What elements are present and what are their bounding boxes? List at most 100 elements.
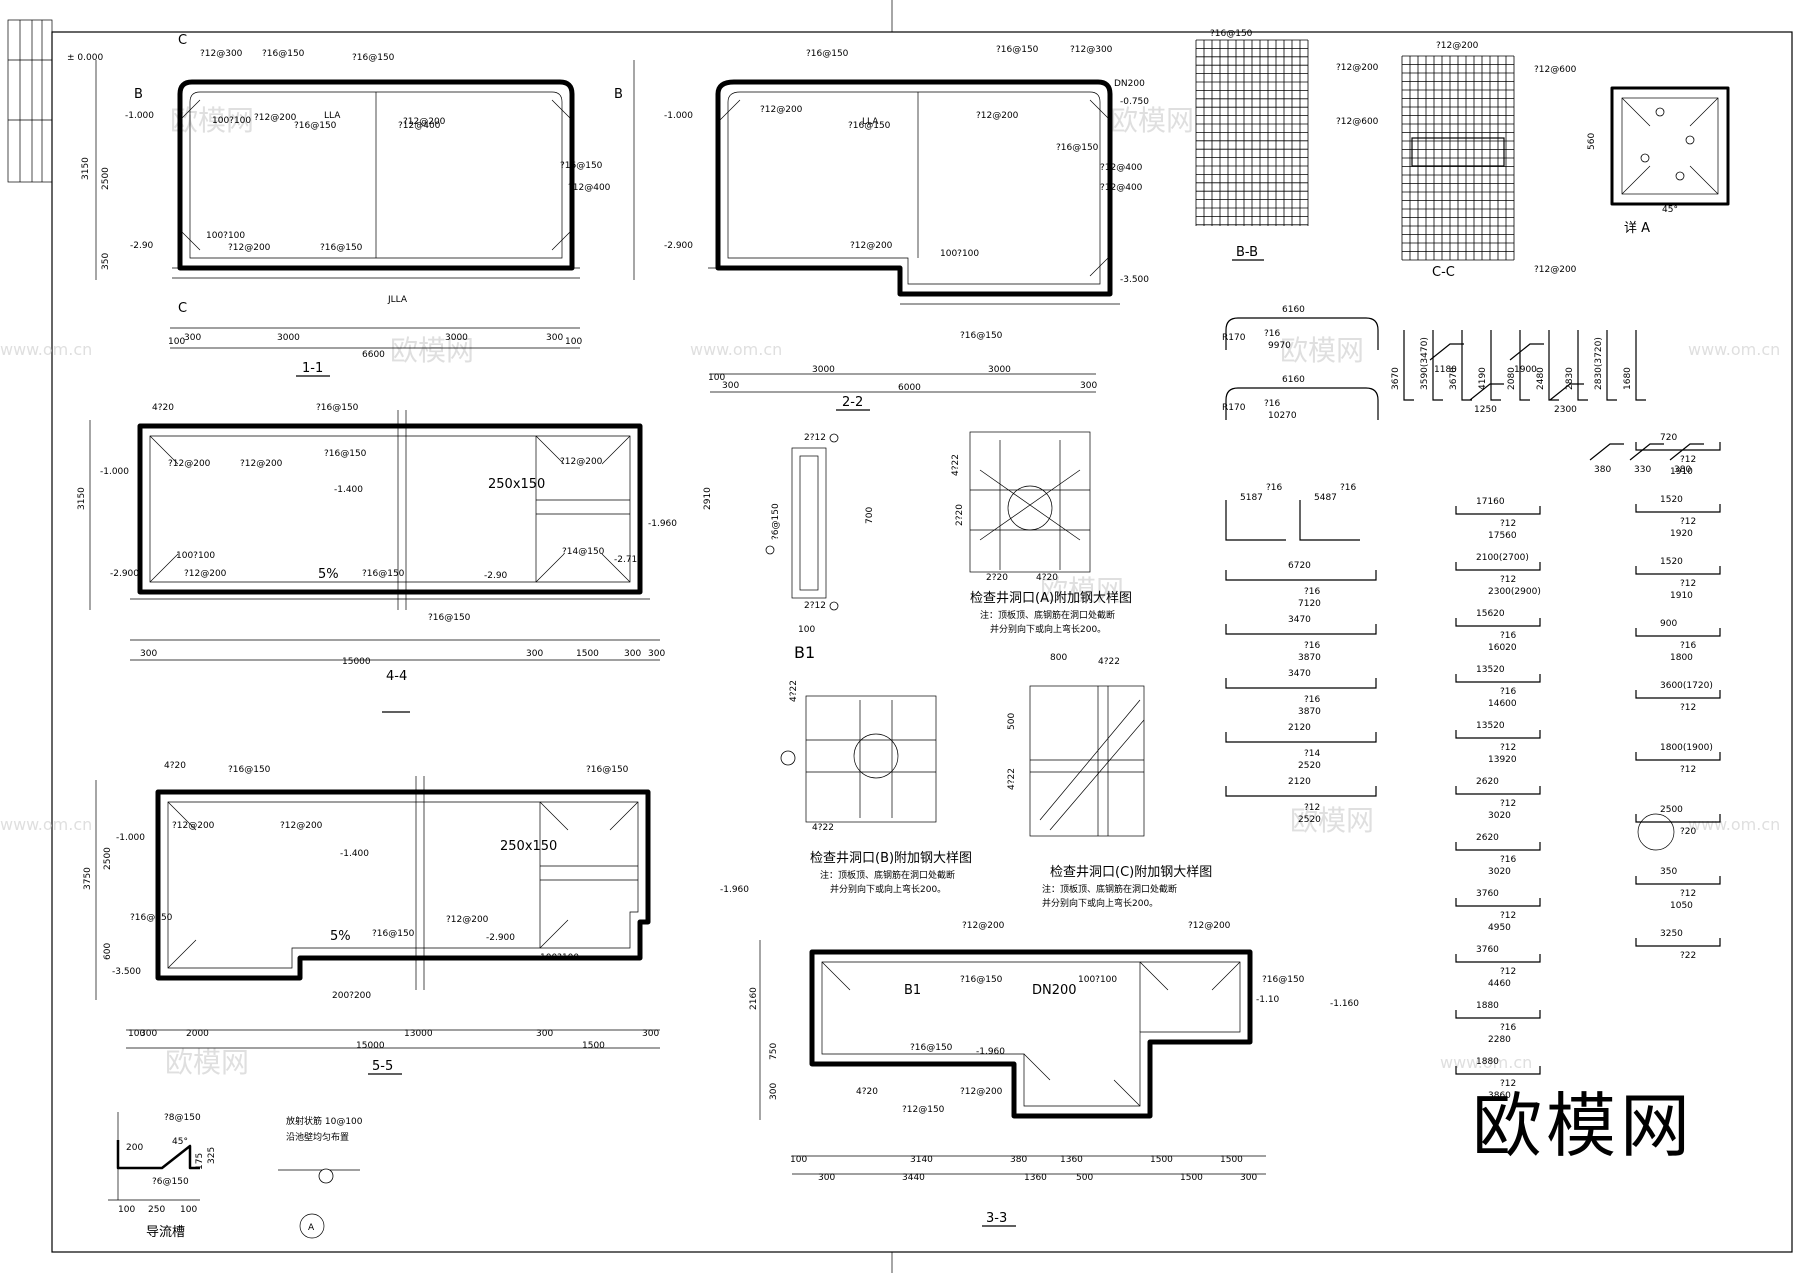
dim-label: 3150 bbox=[81, 157, 91, 180]
rebar-label: ?16@150 bbox=[262, 49, 305, 59]
elevation-label: ± 0.000 bbox=[67, 53, 103, 63]
watermark-text: 欧模网 bbox=[1280, 334, 1364, 367]
rebar-label: 100?100 bbox=[212, 116, 251, 126]
dim-label: 100 bbox=[790, 1155, 807, 1165]
watermark-text: 欧模网 bbox=[1110, 104, 1194, 137]
dim-label: 100 bbox=[565, 337, 582, 347]
bar-length: 6720 bbox=[1288, 561, 1311, 571]
rebar-label: ?12@200 bbox=[1336, 63, 1379, 73]
vertical-bar bbox=[1519, 330, 1530, 401]
bar-length: 720 bbox=[1660, 433, 1677, 443]
rebar-label: ?12@150 bbox=[902, 1105, 945, 1115]
dim-label: 800 bbox=[1050, 653, 1067, 663]
bar-length: 380 bbox=[1674, 465, 1691, 475]
watermark-url: www.om.cn bbox=[0, 340, 92, 359]
watermark-text: 欧模网 bbox=[390, 334, 474, 367]
detail-note: 注：顶板顶、底钢筋在洞口处截断 bbox=[980, 609, 1115, 621]
bar-length: 6160 bbox=[1282, 305, 1305, 315]
dim-label: 6600 bbox=[362, 350, 385, 360]
dim-label: 1500 bbox=[1150, 1155, 1173, 1165]
dim-label: 100 bbox=[708, 373, 725, 383]
rebar-label: ?12@200 bbox=[280, 821, 323, 831]
elevation-label: -2.900 bbox=[110, 569, 139, 579]
dim-label: 3000 bbox=[445, 333, 468, 343]
dim-label: 2500 bbox=[101, 167, 111, 190]
dim-label: 2000 bbox=[186, 1029, 209, 1039]
detail-note: 并分别向下或向上弯长200。 bbox=[830, 883, 946, 895]
elevation-label: -1.960 bbox=[648, 519, 677, 529]
rebar-label: ?12@400 bbox=[1100, 183, 1143, 193]
pipe-label: DN200 bbox=[1032, 983, 1077, 998]
watermark-text: 欧模网 bbox=[170, 104, 254, 137]
section-b-b: ?16@150 ?12@200 ?12@600 B-B bbox=[1195, 29, 1379, 261]
bar-length: 2480 bbox=[1536, 367, 1546, 390]
rebar-label: ?16@150 bbox=[560, 161, 603, 171]
bar-length: 3600(1720) bbox=[1660, 681, 1713, 691]
section-title: 4-4 bbox=[386, 669, 407, 684]
dim-label: 45° bbox=[172, 1137, 188, 1147]
rebar-label: ?12@200 bbox=[1534, 265, 1577, 275]
bar-size: ?16 bbox=[1304, 695, 1321, 705]
straight-bar bbox=[1225, 678, 1377, 689]
bar-total: 10270 bbox=[1268, 411, 1297, 421]
rebar-label: ?16@150 bbox=[316, 403, 359, 413]
bar-total: 4950 bbox=[1488, 923, 1511, 933]
straight-bar bbox=[1455, 730, 1541, 739]
elevation-label: -1.000 bbox=[125, 111, 154, 121]
dim-label: 300 bbox=[526, 649, 543, 659]
dim-label: 300 bbox=[769, 1083, 779, 1100]
cut-marker: B bbox=[614, 87, 623, 102]
dim-label: 300 bbox=[184, 333, 201, 343]
ring-bar bbox=[1637, 813, 1675, 851]
straight-bar bbox=[1635, 566, 1721, 575]
straight-bar bbox=[1455, 1010, 1541, 1019]
bar-size: ?12 bbox=[1500, 743, 1516, 753]
bar-total: 2520 bbox=[1298, 815, 1321, 825]
bar-size: ?16 bbox=[1500, 1023, 1517, 1033]
rebar-label: ?12@200 bbox=[850, 241, 893, 251]
rebar-label: ?16@150 bbox=[228, 765, 271, 775]
watermark-text: 欧模网 bbox=[165, 1046, 249, 1079]
dim-label: 300 bbox=[546, 333, 563, 343]
hook-bar bbox=[1629, 443, 1664, 461]
bar-total: 2520 bbox=[1298, 761, 1321, 771]
dim-label: 2?20 bbox=[986, 573, 1008, 583]
rebar-label: ?12@200 bbox=[560, 457, 603, 467]
detail-title: 检查井洞口(A)附加钢大样图 bbox=[970, 591, 1132, 606]
straight-bar bbox=[1225, 786, 1377, 797]
rebar-label: ?12@200 bbox=[960, 1087, 1003, 1097]
bar-length: 2100(2700) bbox=[1476, 553, 1529, 563]
section-title: B-B bbox=[1236, 245, 1258, 260]
rebar-label: ?12@200 bbox=[254, 113, 297, 123]
rebar-label: ?14@150 bbox=[562, 547, 605, 557]
watermark-text: 欧模网 bbox=[1290, 804, 1374, 837]
dim-label: 100 bbox=[180, 1205, 197, 1215]
rebar-label: ?12@400 bbox=[1100, 163, 1143, 173]
rebar-label: LLA bbox=[862, 117, 879, 127]
dim-label: 300 bbox=[722, 381, 739, 391]
section-c-c: ?12@200 ?12@600 ?12@200 C-C bbox=[1401, 41, 1577, 280]
bar-length: 380 bbox=[1594, 465, 1611, 475]
rebar-label: ?16@150 bbox=[294, 121, 337, 131]
rebar-label: JLLA bbox=[387, 295, 408, 305]
rebar-label: ?16@150 bbox=[372, 929, 415, 939]
detail-note: 并分别向下或向上弯长200。 bbox=[990, 623, 1106, 635]
rebar-label: ?12@200 bbox=[168, 459, 211, 469]
dim-label: 2?20 bbox=[955, 504, 965, 526]
dim-label: 350 bbox=[101, 253, 111, 270]
bar-length: 1900 bbox=[1514, 365, 1537, 375]
sheet-border bbox=[51, 31, 1793, 1253]
bar-size: ?12 bbox=[1680, 765, 1696, 775]
rebar-label: 4?20 bbox=[856, 1087, 878, 1097]
section-title: 5-5 bbox=[372, 1059, 393, 1074]
section-4-4: -1.000 -1.400 -1.960 -2.900 -2.710 -2.90… bbox=[77, 403, 713, 713]
bar-length: 1680 bbox=[1623, 367, 1633, 390]
rebar-label: 4?20 bbox=[164, 761, 186, 771]
rebar-label: ?16@150 bbox=[960, 975, 1003, 985]
mesh-zone bbox=[1411, 137, 1505, 167]
detail-opening-b: 4?22 4?22 检查井洞口(B)附加钢大样图 注：顶板顶、底钢筋在洞口处截断… bbox=[780, 680, 972, 895]
detail-anchor: 放射状筋 10@100 沿池壁均匀布置 A bbox=[278, 1115, 363, 1239]
dim-label: 1500 bbox=[1180, 1173, 1203, 1183]
bar-size: ?16 bbox=[1304, 641, 1321, 651]
rebar-label: ?12@200 bbox=[240, 459, 283, 469]
